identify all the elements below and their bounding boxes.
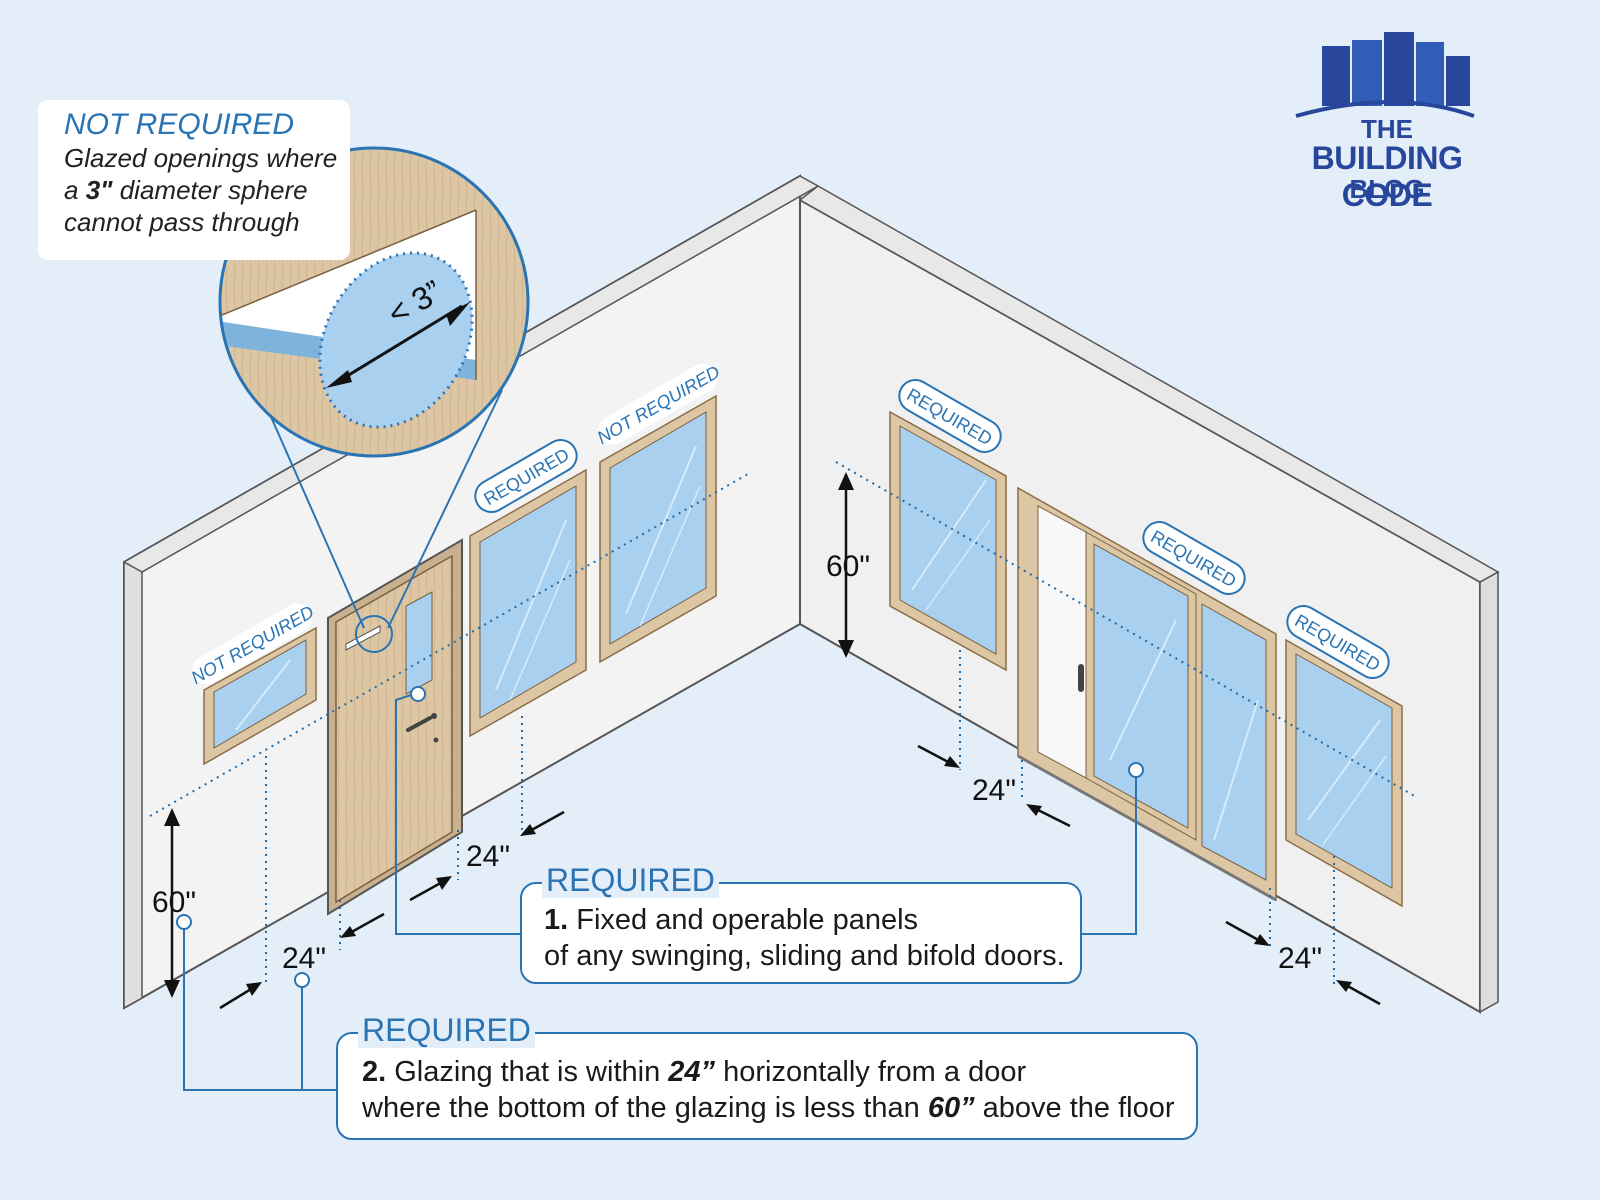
leader-dots	[176, 686, 1144, 988]
dim-dist-left-window: 24"	[282, 942, 326, 975]
logo: THE BUILDING CODE BLOG	[1272, 30, 1502, 213]
logo-line2: BUILDING CODE	[1311, 140, 1463, 213]
callout2-title: REQUIRED	[358, 1012, 535, 1048]
callout2-l1c: horizontally from a door	[715, 1056, 1027, 1088]
callout2-l1b: 24”	[668, 1056, 716, 1088]
not-required-line2-pre: a	[64, 175, 86, 205]
projection-lines	[265, 650, 1335, 984]
left-small-window	[203, 626, 317, 766]
callout1-line1: 1. Fixed and operable panels	[544, 902, 1080, 938]
callout2-l2b: 60”	[927, 1092, 975, 1124]
not-required-title: NOT REQUIRED	[64, 108, 295, 141]
left-middle-window	[469, 468, 587, 738]
not-required-line1: Glazed openings where	[64, 143, 338, 173]
dim-dist-far-window: 24"	[1278, 942, 1322, 975]
height-arrow-left	[164, 808, 180, 998]
not-required-line2-post: diameter sphere	[112, 175, 308, 205]
door	[327, 538, 463, 916]
far-window	[1285, 638, 1403, 908]
sliding-door	[1017, 486, 1277, 902]
callout2-line2: where the bottom of the glazing is less …	[362, 1090, 1196, 1126]
callout1-title: REQUIRED	[542, 862, 719, 898]
dim-dist-back-window: 24"	[972, 774, 1016, 807]
height-arrow-right	[838, 472, 854, 658]
back-window	[889, 410, 1007, 672]
callout2-line1: 2. Glazing that is within 24” horizontal…	[362, 1054, 1196, 1090]
right-60-line	[835, 461, 1419, 799]
left-60-line	[149, 473, 749, 817]
callout2-l2a: where the bottom of the glazing is less …	[362, 1092, 928, 1124]
not-required-line2: a 3" diameter sphere	[64, 174, 350, 206]
callout1-line2: of any swinging, sliding and bifold door…	[544, 940, 1065, 972]
callout1-number: 1.	[544, 904, 569, 936]
callout2-number: 2.	[362, 1056, 387, 1088]
leader-lines	[183, 693, 1137, 1091]
not-required-line3: cannot pass through	[64, 207, 300, 237]
logo-line1: THE	[1361, 114, 1413, 144]
dim-height-left: 60"	[152, 886, 196, 919]
left-right-window	[599, 394, 717, 664]
callout-required-2: REQUIRED 2. Glazing that is within 24” h…	[336, 1012, 1198, 1140]
logo-line3: BLOG	[1349, 174, 1425, 204]
callout1-line1-text: Fixed and operable panels	[568, 904, 919, 936]
callout2-l1a: Glazing that is within	[386, 1056, 669, 1088]
not-required-box: NOT REQUIRED Glazed openings where a 3" …	[38, 100, 350, 260]
callout2-l2c: above the floor	[974, 1092, 1175, 1124]
dim-dist-door-right: 24"	[466, 840, 510, 873]
zoom-magnifier: < 3”	[218, 146, 530, 653]
dim-height-back: 60"	[826, 550, 870, 583]
callout-required-1: REQUIRED 1. Fixed and operable panels of…	[520, 862, 1082, 984]
not-required-line2-bold: 3"	[85, 175, 113, 205]
distance-arrows	[219, 744, 1381, 1010]
logo-buildings	[1295, 32, 1475, 118]
